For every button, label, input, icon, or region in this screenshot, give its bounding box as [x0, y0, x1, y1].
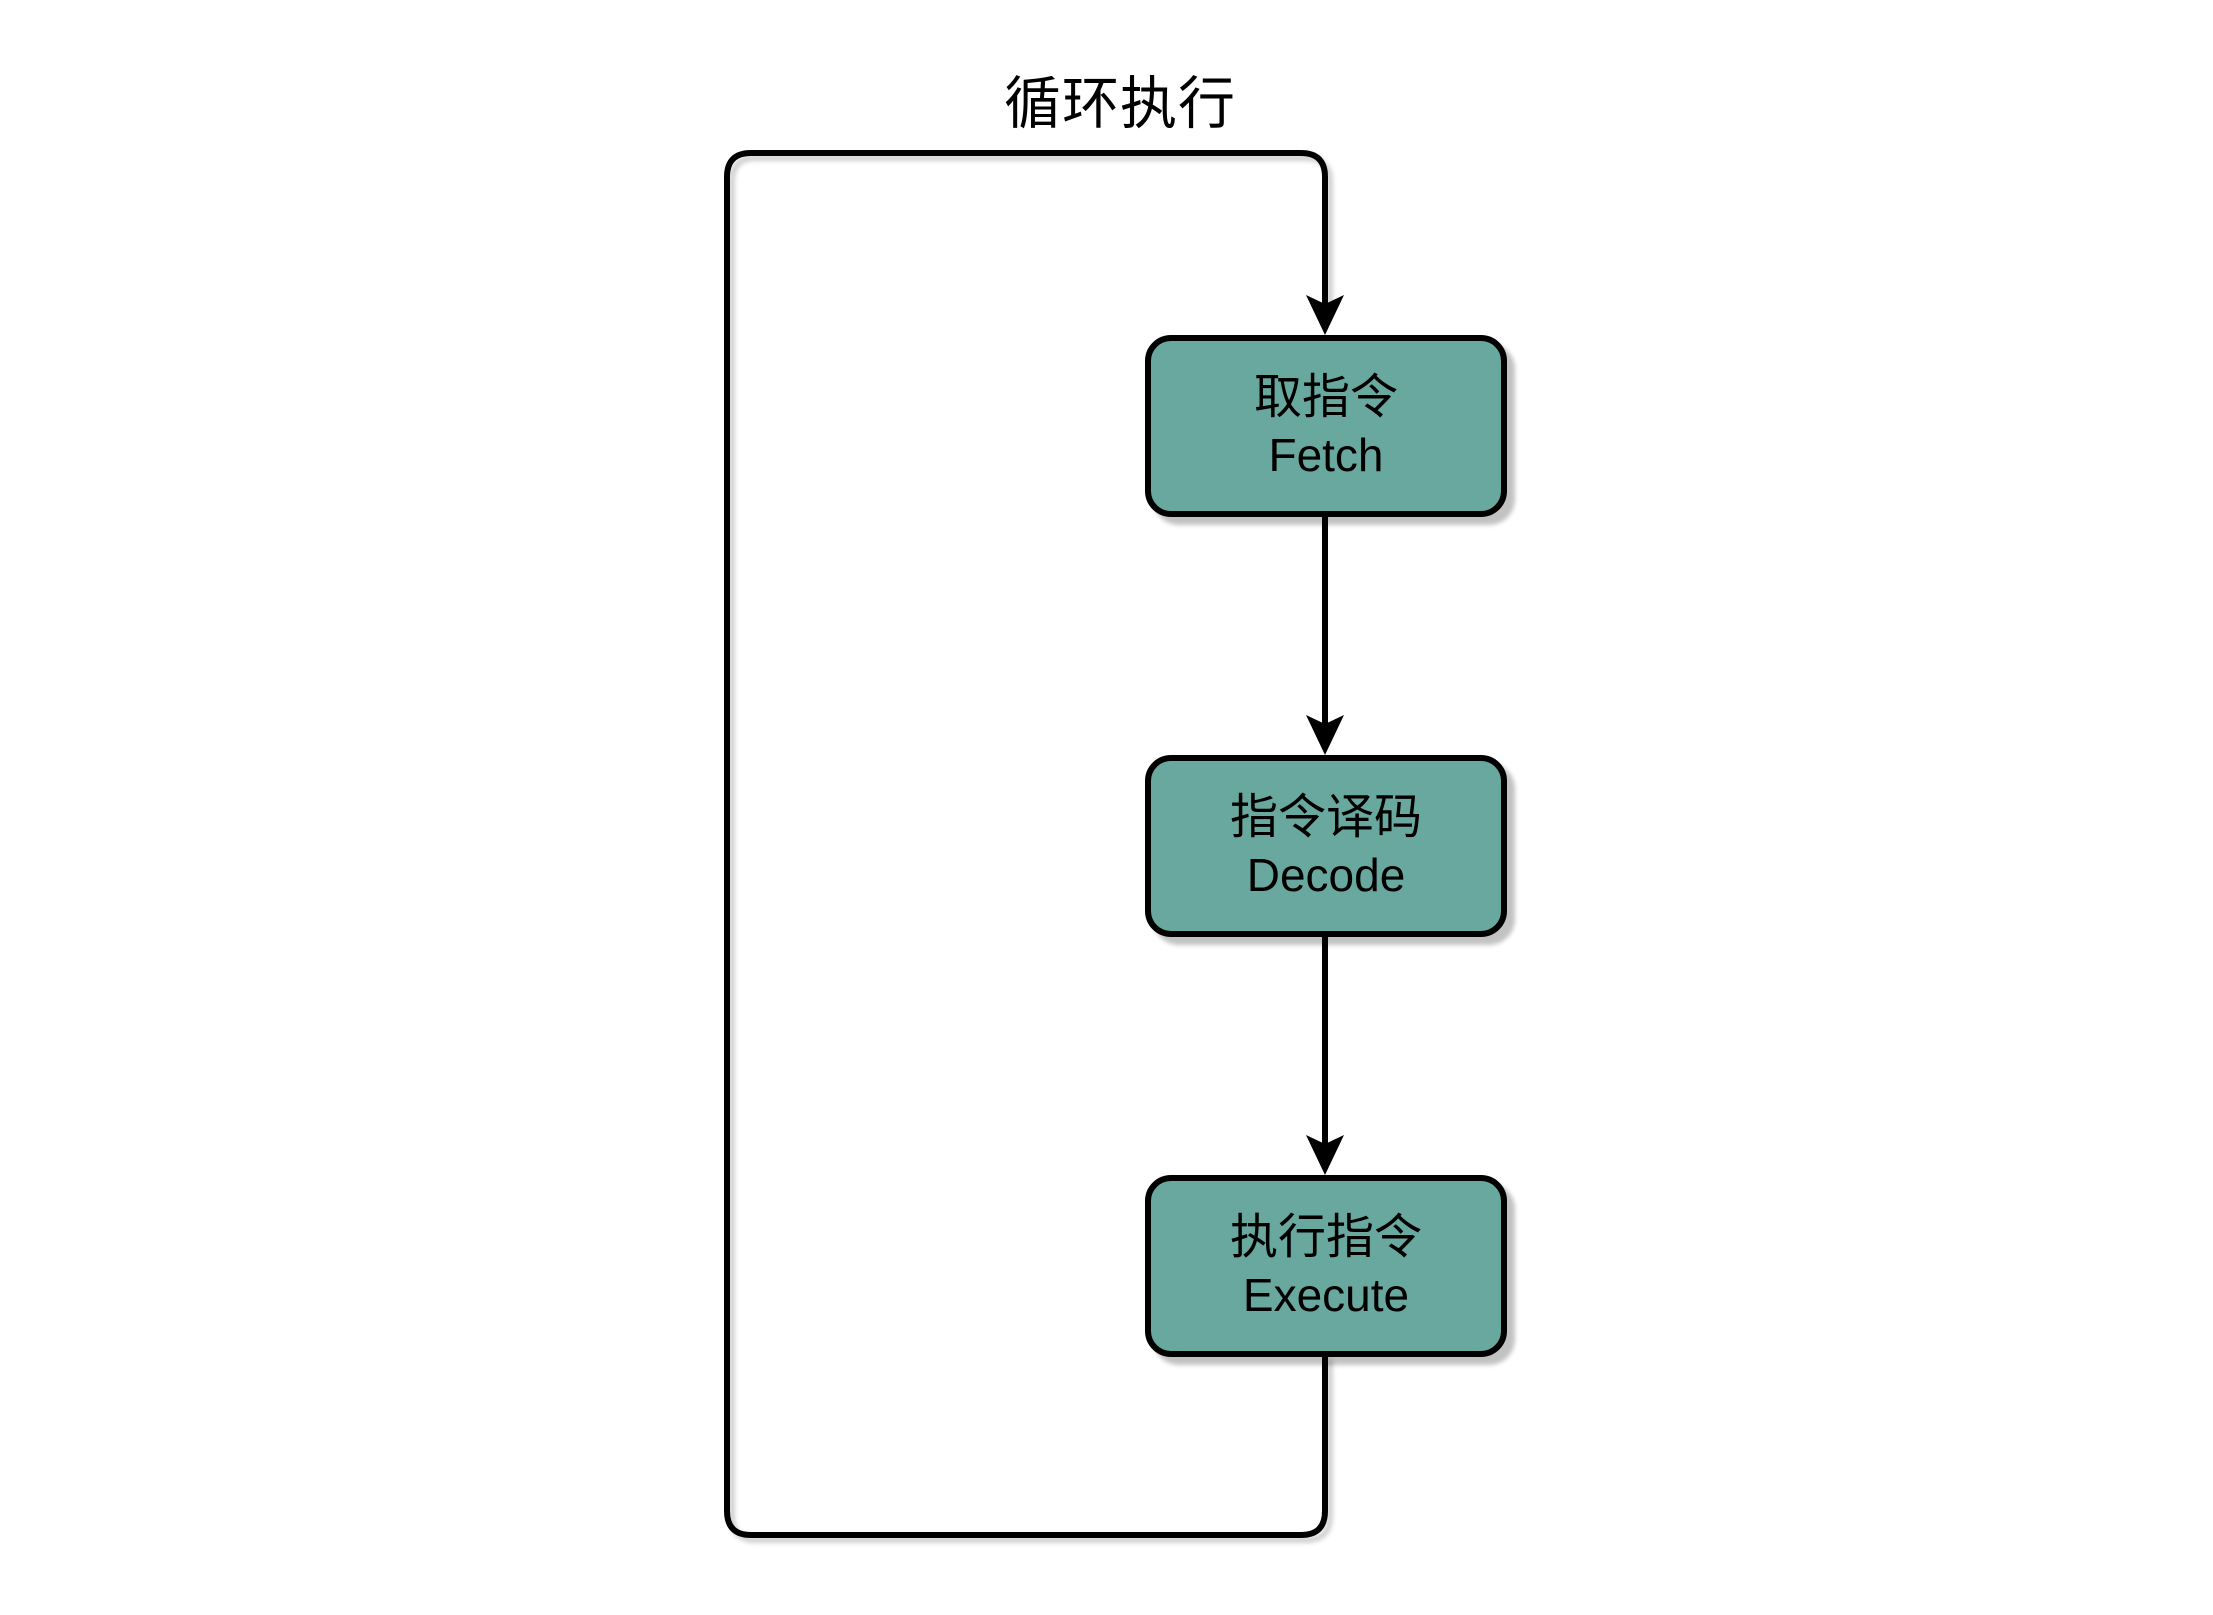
diagram-title: 循环执行: [1004, 72, 1236, 136]
node-fetch: 取指令 Fetch: [1145, 335, 1507, 517]
node-execute: 执行指令 Execute: [1145, 1175, 1507, 1357]
node-fetch-label-zh: 取指令: [1253, 371, 1398, 424]
node-execute-label-zh: 执行指令: [1229, 1211, 1422, 1264]
loop-back-edge: [724, 150, 1328, 1538]
node-decode-label-en: Decode: [1246, 849, 1406, 901]
arrowhead-into-execute-icon: [1306, 1135, 1344, 1175]
node-execute-label-en: Execute: [1242, 1269, 1410, 1321]
node-decode: 指令译码 Decode: [1145, 755, 1507, 937]
arrowhead-into-fetch-icon: [1306, 295, 1344, 335]
arrowhead-into-decode-icon: [1306, 715, 1344, 755]
node-decode-label-zh: 指令译码: [1229, 791, 1422, 844]
node-fetch-label-en: Fetch: [1268, 429, 1384, 481]
